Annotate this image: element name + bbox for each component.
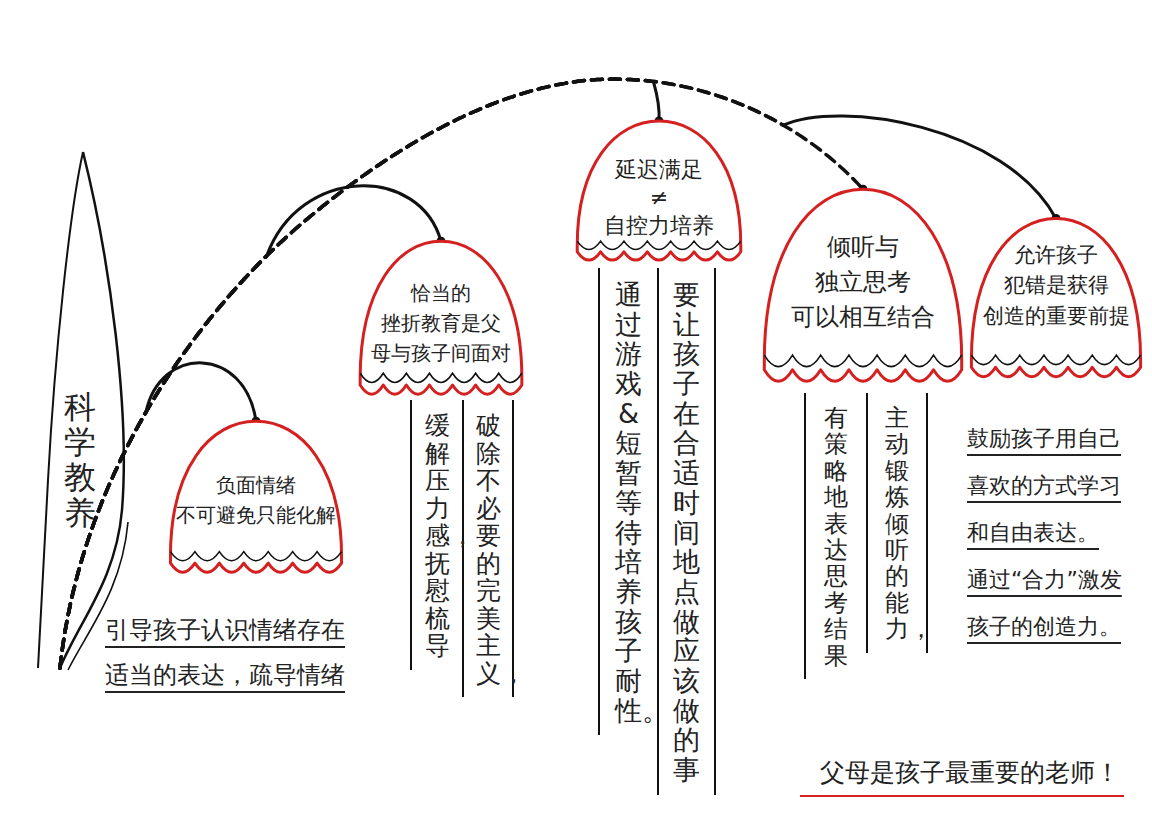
tentacle-column: 主动锻炼倾听的能力， xyxy=(866,393,928,653)
branch-stem xyxy=(146,363,256,421)
connector xyxy=(60,79,664,668)
jellyfish-title: 倾听与 独立思考 可以相互结合 xyxy=(783,230,943,334)
dome-wave xyxy=(170,552,341,561)
dome-wave xyxy=(764,355,961,367)
jellyfish-node: 恰当的 挫折教育是父 母与孩子间面对破除不必要的完美主义，缓解压力感，抚慰梳导 xyxy=(355,238,527,405)
dome-outline xyxy=(360,241,522,394)
branch-stem xyxy=(267,186,441,256)
title-box: 延迟满足 ≠ 自控力培养 xyxy=(603,156,715,240)
tentacle-text: 破除不必要的完美主义， xyxy=(476,412,501,687)
tentacle-text: 主动锻炼倾听的能力， xyxy=(885,405,909,643)
dome-outline xyxy=(170,421,341,572)
jellyfish-node: 倾听与 独立思考 可以相互结合主动锻炼倾听的能力，有策略地表达思考结果 xyxy=(758,185,968,395)
jellyfish-node: 允许孩子 犯错是获得 创造的重要前提鼓励孩子用自己 喜欢的方式学习 和自由表达。… xyxy=(966,215,1146,388)
leaf-text-box: 科学教养 xyxy=(62,390,98,531)
leaf-right-edge xyxy=(60,152,124,668)
dome-outline xyxy=(577,121,741,260)
jellyfish-title: 允许孩子 犯错是获得 创造的重要前提 xyxy=(976,240,1136,331)
dome-wave xyxy=(971,355,1140,365)
tentacle-column: 有策略地表达思考结果 xyxy=(804,393,866,679)
dome-wave xyxy=(577,241,741,249)
tentacle-group: 主动锻炼倾听的能力， 有策略地表达思考结果 xyxy=(804,393,928,679)
tentacle-column: 要让孩子在合适时间地点做应该做的事 xyxy=(657,268,716,795)
tentacle-column: 缓解压力感，抚慰梳导 xyxy=(410,400,462,670)
dome-outline xyxy=(971,218,1140,376)
dome-outline xyxy=(764,189,961,381)
jellyfish-node: 延迟满足 ≠ 自控力培养要让孩子在合适时间地点做应该做的事通过游戏&短暂等待培养… xyxy=(572,118,746,270)
tentacle-group: 破除不必要的完美主义， 缓解压力感，抚慰梳导 xyxy=(410,400,514,697)
tentacle-text: 有策略地表达思考结果 xyxy=(824,405,848,669)
connector xyxy=(60,186,446,668)
branch-stem xyxy=(653,82,659,122)
note-box: 父母是孩子最重要的老师！ xyxy=(800,756,1124,797)
tentacle-column: 破除不必要的完美主义， xyxy=(462,400,514,697)
leaf-double-line xyxy=(68,522,128,670)
root-title: 科学教养 xyxy=(64,390,96,531)
connector xyxy=(60,79,1061,668)
tentacle-text: 通过游戏&短暂等待培养孩子耐性。 xyxy=(615,280,642,725)
bottom-note: 父母是孩子最重要的老师！ xyxy=(800,756,1124,797)
title-box: 允许孩子 犯错是获得 创造的重要前提 xyxy=(976,240,1136,331)
jellyfish-dome xyxy=(966,215,1146,388)
tentacle-text: 缓解压力感，抚慰梳导 xyxy=(425,412,450,660)
tentacle-column: 通过游戏&短暂等待培养孩子耐性。 xyxy=(598,268,657,735)
title-box: 负面情绪 不可避免只能化解 xyxy=(175,470,337,530)
jellyfish-title: 负面情绪 不可避免只能化解 xyxy=(175,470,337,530)
jellyfish-node: 负面情绪 不可避免只能化解引导孩子认识情绪存在 适当的表达，疏导情绪 xyxy=(165,418,347,583)
root-leaf-node: 科学教养 xyxy=(30,150,140,672)
body-box: 引导孩子认识情绪存在 适当的表达，疏导情绪 xyxy=(105,608,380,698)
underlined-note: 引导孩子认识情绪存在 适当的表达，疏导情绪 xyxy=(105,608,380,698)
jellyfish-title: 延迟满足 ≠ 自控力培养 xyxy=(603,156,715,240)
underlined-note: 鼓励孩子用自己 喜欢的方式学习 和自由表达。 通过“合力”激发 孩子的创造力。 xyxy=(967,415,1147,650)
tentacle-group: 要让孩子在合适时间地点做应该做的事 通过游戏&短暂等待培养孩子耐性。 xyxy=(598,268,716,795)
jellyfish-dome xyxy=(165,418,347,583)
body-box: 鼓励孩子用自己 喜欢的方式学习 和自由表达。 通过“合力”激发 孩子的创造力。 xyxy=(967,415,1147,650)
dashed-branch xyxy=(60,79,653,668)
title-box: 倾听与 独立思考 可以相互结合 xyxy=(783,230,943,334)
title-box: 恰当的 挫折教育是父 母与孩子间面对 xyxy=(366,278,516,368)
dome-wave xyxy=(360,373,522,382)
jellyfish-title: 恰当的 挫折教育是父 母与孩子间面对 xyxy=(366,278,516,368)
tentacle-text: 要让孩子在合适时间地点做应该做的事 xyxy=(673,280,700,785)
